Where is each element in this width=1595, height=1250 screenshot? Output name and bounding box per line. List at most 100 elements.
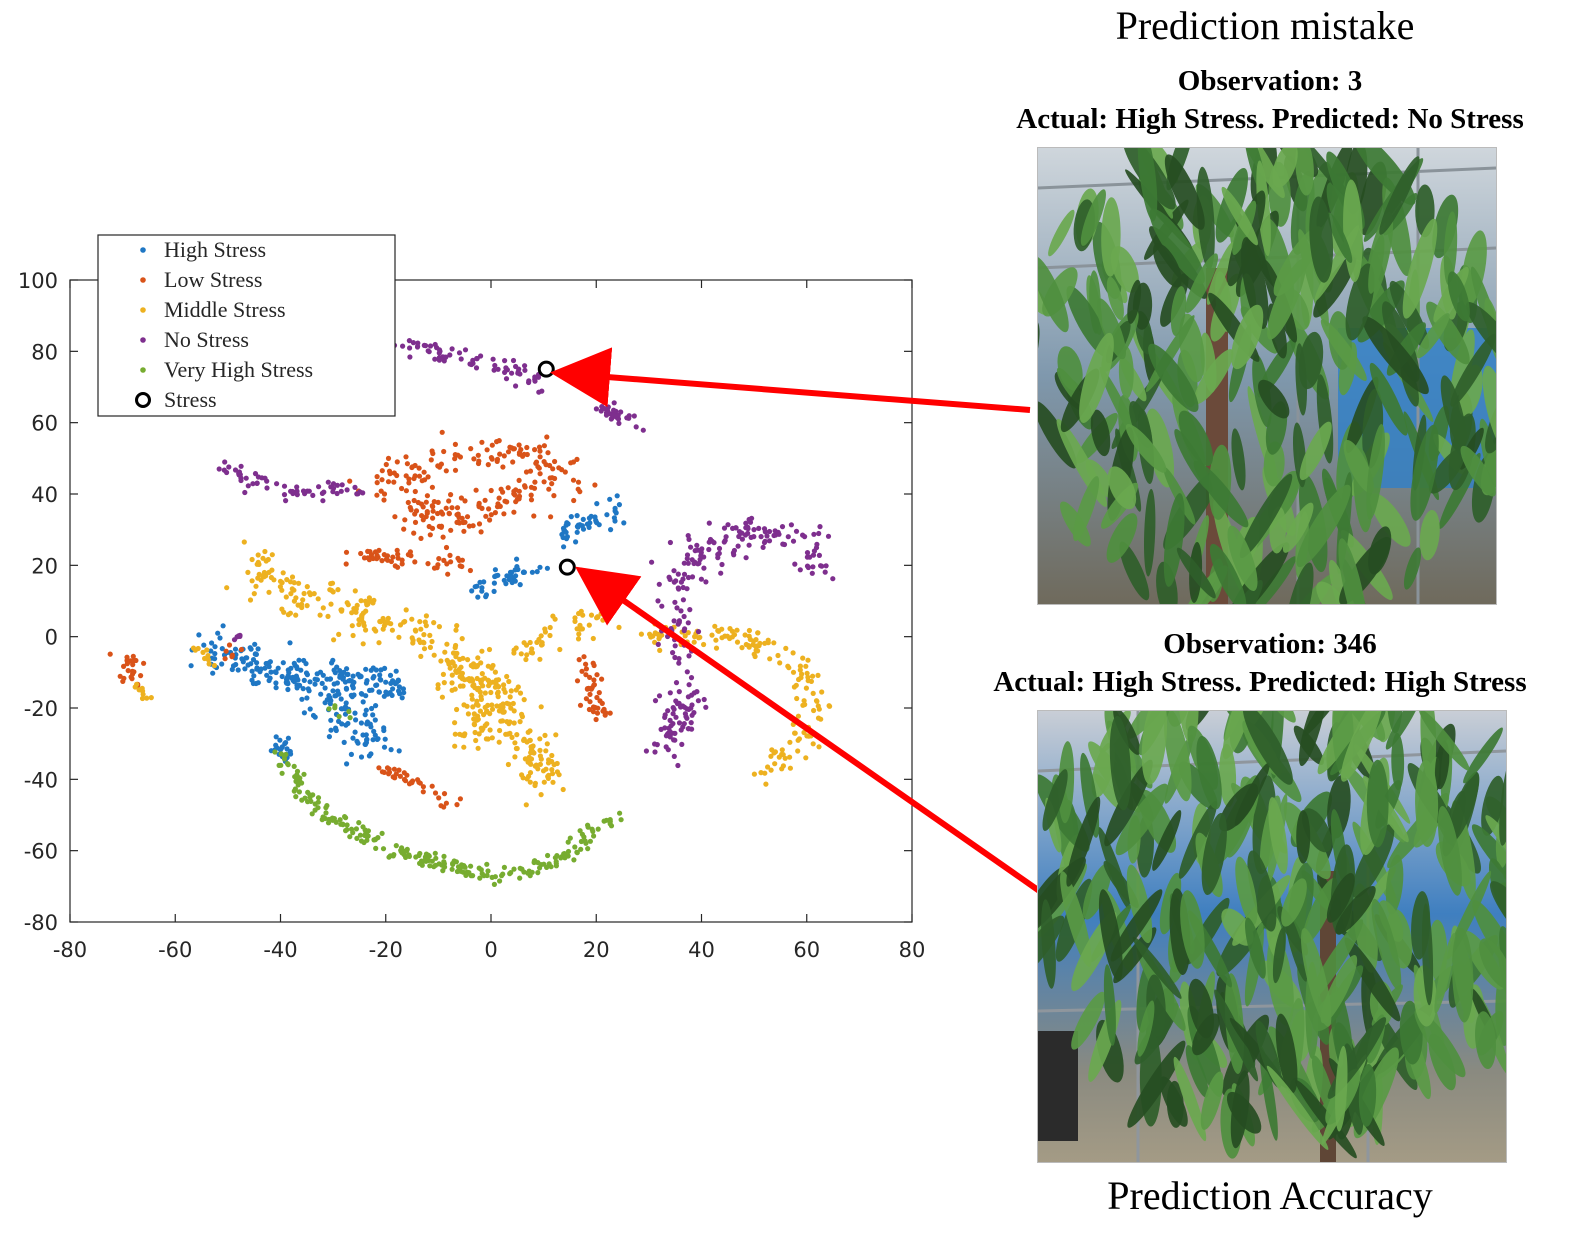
point: [421, 640, 427, 646]
point: [296, 580, 302, 586]
point: [800, 655, 806, 661]
point: [600, 617, 606, 623]
point: [458, 664, 464, 670]
point: [462, 347, 469, 353]
point: [617, 810, 623, 816]
point: [575, 524, 581, 530]
point: [749, 515, 755, 521]
x-tick-label: -60: [158, 938, 192, 962]
point: [248, 646, 254, 652]
point: [411, 497, 417, 504]
point: [350, 673, 356, 679]
point: [375, 835, 381, 841]
point: [416, 465, 422, 471]
point: [415, 499, 421, 506]
point: [444, 641, 450, 647]
point: [594, 501, 600, 507]
point: [373, 845, 379, 852]
point: [330, 817, 336, 823]
point: [819, 689, 825, 695]
point: [334, 482, 340, 488]
point: [447, 665, 453, 671]
point: [375, 736, 381, 742]
point: [338, 607, 344, 613]
point: [743, 520, 749, 526]
point: [706, 546, 712, 553]
point: [425, 474, 431, 480]
point: [266, 677, 272, 684]
point: [222, 656, 228, 662]
point: [446, 498, 452, 504]
point: [518, 651, 524, 657]
point: [663, 624, 669, 631]
point: [210, 670, 216, 676]
point: [482, 675, 488, 681]
point: [474, 583, 480, 589]
point: [385, 615, 391, 622]
point: [522, 363, 528, 369]
point: [437, 464, 443, 470]
point: [397, 691, 403, 697]
point: [402, 517, 408, 523]
point: [315, 795, 322, 801]
point: [429, 638, 435, 645]
point: [188, 663, 194, 669]
point: [698, 576, 705, 582]
point: [311, 591, 317, 597]
point: [401, 690, 407, 696]
point: [288, 665, 294, 671]
point: [667, 539, 674, 546]
point: [401, 776, 408, 783]
point: [563, 529, 569, 535]
point: [365, 548, 371, 555]
point: [544, 434, 550, 440]
point: [456, 350, 463, 356]
point: [343, 549, 350, 555]
point: [579, 668, 585, 674]
point: [420, 504, 426, 510]
point: [458, 868, 464, 874]
point: [479, 585, 485, 591]
point: [277, 747, 283, 753]
point: [510, 357, 517, 364]
point: [421, 646, 428, 652]
point: [509, 579, 515, 586]
point: [279, 587, 285, 593]
point: [790, 538, 797, 544]
point: [238, 463, 244, 469]
point: [344, 666, 350, 672]
point: [493, 573, 499, 579]
point: [672, 730, 678, 737]
point: [139, 695, 146, 702]
point: [593, 406, 600, 412]
point: [505, 449, 512, 455]
point: [441, 557, 447, 564]
point: [432, 790, 439, 796]
point: [374, 480, 380, 486]
point: [449, 672, 455, 678]
x-tick-label: -40: [263, 938, 297, 962]
point: [319, 680, 325, 687]
point: [742, 532, 749, 538]
point: [599, 700, 605, 707]
point: [523, 642, 530, 648]
point: [358, 720, 364, 726]
point: [401, 770, 407, 776]
point: [511, 509, 517, 515]
point: [475, 745, 481, 751]
point: [587, 520, 593, 526]
point: [359, 612, 365, 618]
point: [807, 554, 813, 560]
point: [404, 848, 410, 854]
point: [304, 584, 310, 590]
point: [224, 585, 230, 591]
point: [787, 765, 794, 771]
point: [568, 514, 574, 520]
bottom-caption: Prediction Accuracy: [1107, 1173, 1433, 1218]
point: [816, 744, 822, 750]
point: [520, 453, 526, 459]
point: [124, 654, 130, 660]
point: [269, 552, 275, 558]
point: [489, 735, 495, 741]
